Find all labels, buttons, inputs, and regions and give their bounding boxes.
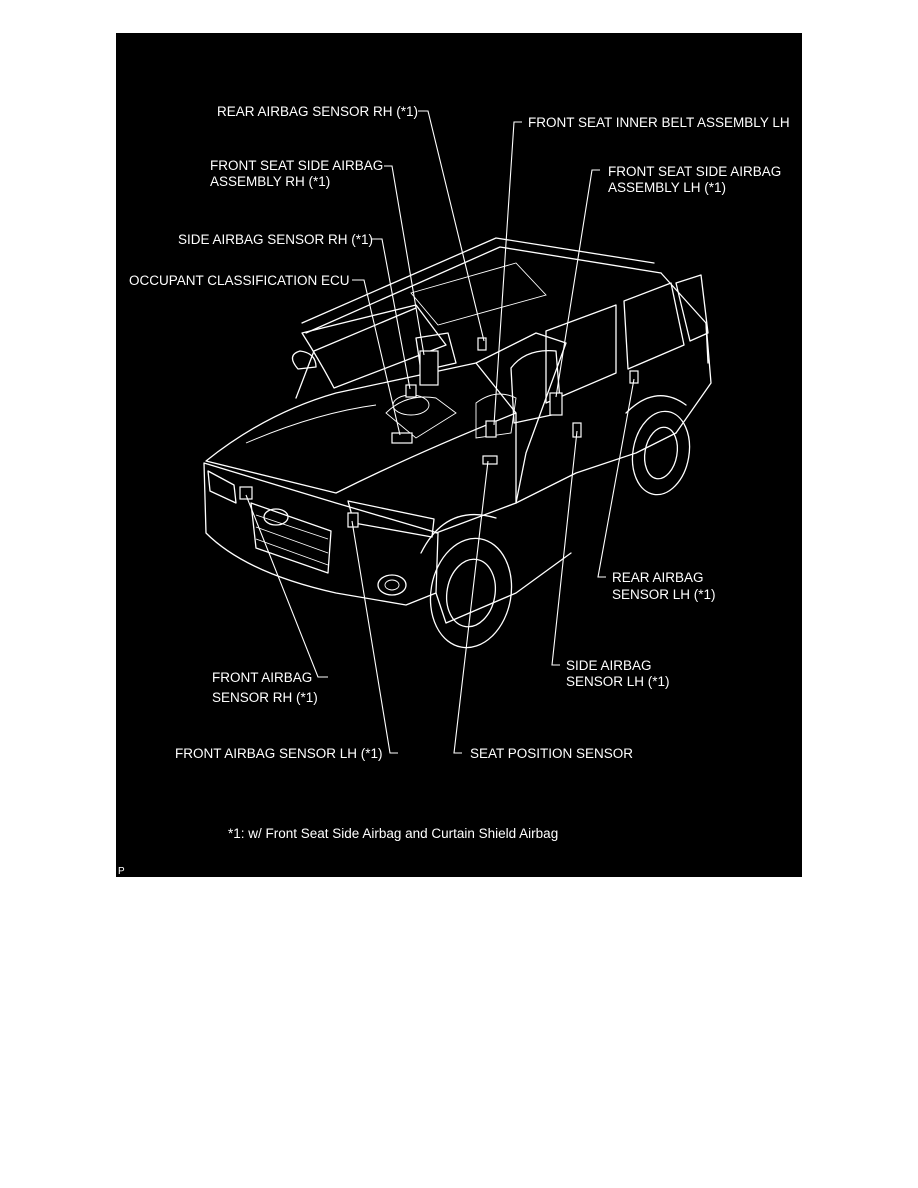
label-front-airbag-sensor-rh-line1: FRONT AIRBAG [212,670,312,685]
rear-airbag-sensor-lh-part [629,370,639,384]
front-airbag-sensor-rh-part [239,486,253,500]
label-front-seat-side-airbag-rh-line2: ASSEMBLY RH (*1) [210,174,330,189]
airbag-component-location-diagram: REAR AIRBAG SENSOR RH (*1) FRONT SEAT IN… [116,33,802,877]
seat-position-sensor-part [482,455,498,465]
label-side-airbag-sensor-lh-line1: SIDE AIRBAG [566,658,652,673]
label-rear-airbag-sensor-rh: REAR AIRBAG SENSOR RH (*1) [217,104,418,119]
label-front-seat-inner-belt-lh: FRONT SEAT INNER BELT ASSEMBLY LH [528,115,790,130]
label-side-airbag-sensor-lh-line2: SENSOR LH (*1) [566,674,670,689]
label-seat-position-sensor: SEAT POSITION SENSOR [470,746,633,761]
footnote: *1: w/ Front Seat Side Airbag and Curtai… [228,826,558,841]
side-airbag-sensor-rh-part [405,384,417,398]
label-front-airbag-sensor-rh-line2: SENSOR RH (*1) [212,690,318,705]
vehicle-components [239,337,639,528]
label-occupant-classification-ecu: OCCUPANT CLASSIFICATION ECU [129,273,350,288]
label-rear-airbag-sensor-lh-line2: SENSOR LH (*1) [612,587,716,602]
label-front-airbag-sensor-lh: FRONT AIRBAG SENSOR LH (*1) [175,746,383,761]
rear-airbag-sensor-rh-part [477,337,487,351]
front-seat-side-airbag-lh-part [549,392,563,416]
label-front-seat-side-airbag-lh-line1: FRONT SEAT SIDE AIRBAG [608,164,781,179]
vehicle-illustration [203,237,712,649]
labels: REAR AIRBAG SENSOR RH (*1) FRONT SEAT IN… [118,104,790,877]
corner-mark: P [118,866,125,877]
label-front-seat-side-airbag-rh-line1: FRONT SEAT SIDE AIRBAG [210,158,383,173]
leader-lines [245,110,635,754]
front-seat-inner-belt-lh-part [485,420,497,438]
label-side-airbag-sensor-rh: SIDE AIRBAG SENSOR RH (*1) [178,232,373,247]
label-front-seat-side-airbag-lh-line2: ASSEMBLY LH (*1) [608,180,726,195]
label-rear-airbag-sensor-lh-line1: REAR AIRBAG [612,570,704,585]
occupant-classification-ecu-part [419,350,439,386]
side-airbag-sensor-lh-part [572,422,582,438]
occupant-ecu-floor-part [391,432,413,444]
